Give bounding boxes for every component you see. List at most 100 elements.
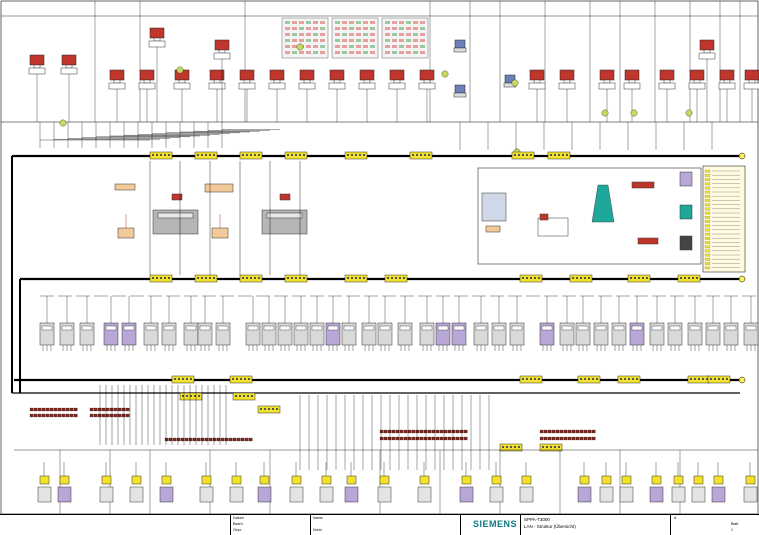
- cabinet-label: [186, 326, 196, 330]
- station-pc: [239, 83, 255, 89]
- operator-station: [690, 70, 704, 80]
- terminal-strip: [380, 437, 383, 440]
- screen-tile: [335, 45, 340, 48]
- screen-tile: [292, 39, 297, 42]
- remote-io-switch: [347, 476, 356, 484]
- terminal-strip: [122, 408, 125, 411]
- cabinet-label: [454, 326, 464, 330]
- screen-tile: [370, 45, 375, 48]
- switch-port: [592, 378, 594, 380]
- terminal-strip: [424, 430, 427, 433]
- operator-station: [530, 70, 544, 80]
- legend-row-swatch: [705, 191, 710, 193]
- remote-io-panel: [58, 487, 71, 502]
- station-stand: [66, 65, 72, 68]
- terminal-strip: [404, 430, 407, 433]
- switch-port: [526, 277, 528, 279]
- terminal-strip: [408, 430, 411, 433]
- switch-port: [347, 154, 349, 156]
- switch-port: [209, 277, 211, 279]
- remote-io-switch: [652, 476, 661, 484]
- switch-port: [576, 277, 578, 279]
- switch-port: [205, 154, 207, 156]
- terminal-strip: [420, 430, 423, 433]
- switch-port: [194, 395, 196, 397]
- switch-port: [630, 277, 632, 279]
- legend-row-swatch: [705, 199, 710, 201]
- switch-port: [248, 378, 250, 380]
- screen-tile: [406, 39, 411, 42]
- sheet-label: Blatt: [731, 522, 738, 526]
- switch-port: [303, 154, 305, 156]
- switch-port: [205, 277, 207, 279]
- switch-port: [254, 277, 256, 279]
- terminal-strip: [388, 437, 391, 440]
- switch-port: [530, 277, 532, 279]
- cabinet-label: [542, 326, 552, 330]
- terminal-strip: [233, 438, 236, 441]
- cabinet-label: [494, 326, 504, 330]
- screen-tile: [285, 33, 290, 36]
- screen-tile: [335, 51, 340, 54]
- screen-tile: [363, 33, 368, 36]
- switch-port: [580, 277, 582, 279]
- switch-port: [363, 277, 365, 279]
- screen-tile: [413, 27, 418, 30]
- station-pc: [269, 83, 285, 89]
- cabinet-label: [328, 326, 338, 330]
- switch-port: [299, 154, 301, 156]
- terminal-strip: [568, 430, 571, 433]
- remote-io-panel: [490, 487, 503, 502]
- legend-row-swatch: [705, 216, 710, 218]
- screen-tile: [313, 39, 318, 42]
- switch-port: [363, 154, 365, 156]
- screen-tile: [399, 21, 404, 24]
- screen-tile: [285, 39, 290, 42]
- wireless-controller: [118, 228, 134, 238]
- screen-tile: [413, 33, 418, 36]
- operator-station: [110, 70, 124, 80]
- switch-port: [526, 154, 528, 156]
- detail-console: [540, 214, 548, 220]
- terminal-strip: [102, 414, 105, 417]
- switch-port: [240, 378, 242, 380]
- remote-io-switch: [202, 476, 211, 484]
- switch-port: [690, 378, 692, 380]
- screen-tile: [420, 45, 425, 48]
- terminal-strip: [50, 408, 53, 411]
- station-stand: [154, 38, 160, 41]
- switch-port: [572, 277, 574, 279]
- status-marker: [297, 44, 303, 50]
- switch-port: [684, 277, 686, 279]
- station-pc: [624, 83, 640, 89]
- switch-port: [359, 277, 361, 279]
- switch-port: [359, 154, 361, 156]
- legend-row-swatch: [705, 212, 710, 214]
- station-stand: [144, 80, 150, 83]
- switch-port: [714, 378, 716, 380]
- switch-port: [506, 446, 508, 448]
- switch-port: [251, 395, 253, 397]
- screen-tile: [306, 51, 311, 54]
- terminal-strip: [592, 437, 595, 440]
- switch-port: [702, 378, 704, 380]
- station-pc: [109, 83, 125, 89]
- cabinet-label: [364, 326, 374, 330]
- terminal-strip: [90, 414, 93, 417]
- remote-io-switch: [102, 476, 111, 484]
- cabinet-label: [312, 326, 322, 330]
- switch-port: [692, 277, 694, 279]
- remote-io-panel: [520, 487, 533, 502]
- terminal-strip: [54, 408, 57, 411]
- switch-port: [209, 154, 211, 156]
- title-block: Datum Bearb. Gepr. Name Norm SPPA-T3000 …: [0, 514, 759, 535]
- switch-port: [696, 277, 698, 279]
- terminal-strip: [245, 438, 248, 441]
- switch-port: [242, 277, 244, 279]
- status-marker: [686, 110, 692, 116]
- switch-port: [355, 277, 357, 279]
- terminal-strip: [460, 437, 463, 440]
- screen-tile: [306, 27, 311, 30]
- screen-tile: [370, 27, 375, 30]
- screen-tile: [356, 51, 361, 54]
